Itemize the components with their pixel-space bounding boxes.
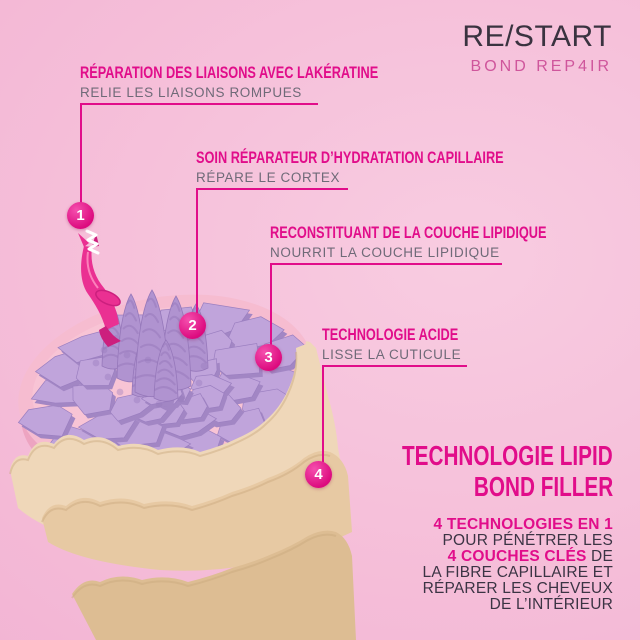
callout-1-connector-h (80, 103, 318, 105)
callout-4-connector-h (322, 365, 467, 367)
callout-4-connector-v (322, 365, 324, 462)
step-badge-1: 1 (67, 202, 94, 229)
callout-3-subtitle: NOURRIT LA COUCHE LIPIDIQUE (270, 245, 500, 260)
callout-3-title: RECONSTITUANT DE LA COUCHE LIPIDIQUE (270, 223, 547, 242)
callout-4-title: TECHNOLOGIE ACIDE (322, 325, 459, 344)
footer-body-line: LA FIBRE CAPILLAIRE ET (422, 563, 613, 581)
keratin-spirals (92, 289, 209, 408)
footer-block: TECHNOLOGIE LIPID BOND FILLER 4 TECHNOLO… (328, 440, 613, 612)
callout-2-title: SOIN RÉPARATEUR D’HYDRATATION CAPILLAIRE (196, 148, 504, 167)
footer-headline-line2: BOND FILLER (473, 471, 613, 502)
step-badge-3: 3 (255, 344, 282, 371)
bond-ribbon-icon (78, 233, 121, 347)
callout-4: TECHNOLOGIE ACIDE LISSE LA CUTICULE (322, 325, 504, 363)
callout-2-subtitle: RÉPARE LE CORTEX (196, 170, 341, 185)
step-badge-2: 2 (179, 312, 206, 339)
callout-1-subtitle: RELIE LES LIAISONS ROMPUES (80, 85, 302, 100)
footer-body-line: RÉPARER LES CHEVEUX (422, 579, 613, 597)
callout-3-connector-h (270, 263, 502, 265)
step-badge-4: 4 (305, 461, 332, 488)
footer-body-line: POUR PÉNÉTRER LES (442, 531, 613, 549)
callout-3: RECONSTITUANT DE LA COUCHE LIPIDIQUE NOU… (270, 223, 639, 261)
callout-1-title: RÉPARATION DES LIAISONS AVEC LAKÉRATINE (80, 63, 379, 82)
callout-3-connector-v (270, 263, 272, 345)
callout-1: RÉPARATION DES LIAISONS AVEC LAKÉRATINE … (80, 63, 478, 101)
brand-logo: RE/START (462, 20, 612, 53)
footer-body-line: 4 TECHNOLOGIES EN 1 (433, 516, 613, 533)
footer-body-line: DE L’INTÉRIEUR (489, 595, 613, 613)
callout-2-connector-v (196, 188, 198, 313)
callout-2-connector-h (196, 188, 348, 190)
callout-2: SOIN RÉPARATEUR D’HYDRATATION CAPILLAIRE… (196, 148, 606, 186)
callout-4-subtitle: LISSE LA CUTICULE (322, 347, 462, 362)
footer-headline-line1: TECHNOLOGIE LIPID (402, 440, 613, 471)
coil-icon (85, 229, 100, 255)
product-name: BOND REP4IR (470, 58, 612, 75)
cuticle-layers (9, 341, 356, 640)
callout-1-connector-v (80, 103, 82, 203)
brand-block: RE/START BOND REP4IR (462, 20, 612, 76)
footer-body: 4 TECHNOLOGIES EN 1 POUR PÉNÉTRER LES 4 … (422, 516, 613, 613)
footer-body-line: 4 COUCHES CLÉS (447, 547, 587, 565)
